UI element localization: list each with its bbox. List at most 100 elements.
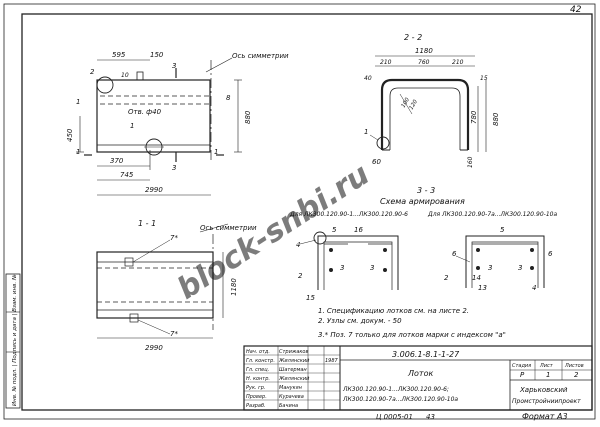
section22-dim-210b: 210 — [452, 59, 464, 66]
rr-mark-6a: 6 — [452, 250, 457, 258]
side-stamp-text: Инв. № подл. | Подпись и дата | Взам. ин… — [12, 274, 18, 406]
section22-dim-100: 100 — [401, 96, 412, 109]
tb-product-marks-1: ЛК300.120.90-1...ЛК300.120.90-6; — [342, 386, 449, 393]
section11-mark-7b: 7* — [170, 330, 178, 338]
rr-mark-13: 13 — [478, 284, 487, 292]
plan-dim-150: 150 — [150, 51, 164, 59]
rr-mark-6b: 6 — [548, 250, 553, 258]
tb-sheet-header: Лист — [539, 363, 554, 369]
reinforcement-right-caption: Для ЛК300.120.90-7а...ЛК300.120.90-10а — [427, 211, 557, 218]
plan-dim-745: 745 — [120, 171, 134, 179]
rl-mark-5: 5 — [332, 226, 337, 234]
tb-stage-header: Стадия — [512, 363, 531, 369]
section11-axis-label: Ось симметрии — [200, 224, 257, 232]
rl-mark-3b: 3 — [370, 264, 374, 272]
section22-dim-210a: 210 — [380, 59, 392, 66]
section22-dim-60: 60 — [372, 158, 381, 166]
reinforcement-title: Схема армирования — [380, 197, 465, 206]
section22-dim-40: 40 — [364, 75, 372, 82]
rr-mark-5: 5 — [500, 226, 505, 234]
tb-date: 1987 — [325, 358, 339, 364]
footer-code: Ц 0005-01 — [376, 413, 413, 421]
footer-number: 43 — [426, 413, 435, 421]
tb-name-4: Манукян — [279, 385, 303, 391]
tb-document-code: 3.006.1-8.1-1-27 — [392, 350, 460, 359]
format-label: Формат А3 — [522, 412, 568, 421]
plan-view — [76, 57, 242, 196]
rl-mark-3a: 3 — [340, 264, 344, 272]
plan-dim-3a: 3 — [172, 62, 176, 70]
page-number: 42 — [570, 5, 582, 15]
tb-sheets-value: 2 — [574, 371, 579, 379]
section11-title: 1 - 1 — [138, 219, 156, 228]
plan-dim-450: 450 — [66, 128, 74, 142]
plan-marker-1b: 1 — [76, 148, 80, 156]
rr-mark-2: 2 — [444, 274, 449, 282]
rr-mark-4: 4 — [532, 284, 536, 292]
tb-product-name: Лоток — [407, 369, 433, 378]
rr-mark-3b: 3 — [518, 264, 522, 272]
plan-marker-1c: 1 — [214, 148, 218, 156]
plan-dim-880: 880 — [244, 110, 252, 124]
tb-sheets-header: Листов — [564, 363, 584, 369]
title-block — [243, 345, 593, 411]
section11-mark-7a: 7* — [170, 234, 178, 242]
section-1-1-drawing — [96, 223, 229, 339]
plan-mark-2: 2 — [90, 68, 95, 76]
note-3: 3.* Поз. 7 только для лотков марки с инд… — [318, 331, 506, 339]
rl-mark-16: 16 — [354, 226, 363, 234]
section22-node-circle — [376, 136, 390, 150]
section-2-2-drawing — [369, 55, 487, 152]
tb-name-3: Жилянский — [278, 376, 310, 382]
plan-dim-370: 370 — [110, 157, 124, 165]
reinforcement-left-cage — [299, 231, 399, 290]
tb-stage-value: Р — [520, 371, 525, 379]
tb-name-6: Бачина — [279, 403, 298, 409]
rr-mark-14: 14 — [472, 274, 481, 282]
plan-dim-10: 10 — [121, 72, 129, 79]
tb-name-1: Жилянский — [278, 358, 310, 364]
tb-role-3: Н. контр. — [246, 376, 270, 382]
tb-role-4: Рук. гр. — [246, 385, 266, 391]
rr-mark-3a: 3 — [488, 264, 492, 272]
rl-mark-4: 4 — [296, 241, 300, 249]
detail-circle-1 — [96, 76, 114, 94]
tb-name-5: Курачева — [279, 394, 304, 400]
section22-dim-120: 120 — [409, 98, 420, 111]
section11-dim-1180: 1180 — [230, 278, 238, 296]
tb-org-2: Промстройниипроект — [512, 398, 581, 405]
plan-dim-3b: 3 — [172, 164, 176, 172]
plan-marker-1d: 1 — [130, 122, 134, 130]
tb-org-1: Харьковский — [519, 386, 568, 394]
section22-title: 2 - 2 — [404, 33, 422, 42]
plan-dim-595: 595 — [112, 51, 126, 59]
tb-role-0: Нач. отд. — [246, 349, 270, 355]
tb-role-1: Гл. констр. — [246, 358, 275, 364]
rl-mark-2: 2 — [298, 272, 303, 280]
side-stamp-box — [5, 273, 21, 409]
section22-dim-160: 160 — [467, 156, 474, 168]
section22-dim-1180: 1180 — [415, 47, 433, 55]
note-2: 2. Узлы см. докум. - 50 — [318, 317, 402, 325]
tb-name-2: Шатерман — [279, 367, 307, 373]
section11-dim-2990: 2990 — [145, 344, 163, 352]
tb-role-5: Провер. — [246, 394, 267, 400]
tb-product-marks-2: ЛК300.120.90-7а...ЛК300.120.90-10а — [342, 396, 458, 403]
tb-role-2: Гл. спец. — [246, 367, 269, 373]
tb-name-0: Стрижаков — [279, 349, 308, 355]
reinforcement-right-cage — [455, 235, 545, 288]
plan-dim-2990: 2990 — [145, 186, 163, 194]
section22-dim-880: 880 — [492, 112, 500, 126]
plan-marker-1a: 1 — [76, 98, 80, 106]
section22-dim-760: 760 — [418, 59, 430, 66]
reinforcement-section-label: 3 - 3 — [417, 186, 435, 195]
reinforcement-left-caption: Для ЛК300.120.90-1...ЛК300.120.90-6 — [289, 211, 408, 218]
section22-mark-1: 1 — [364, 128, 368, 136]
rl-mark-15: 15 — [306, 294, 315, 302]
plan-axis-label: Ось симметрии — [232, 52, 289, 60]
tb-role-6: Разраб. — [246, 403, 266, 409]
outer-frame — [3, 3, 596, 420]
plan-hole-label: Отв. ф40 — [128, 108, 162, 116]
section22-dim-15: 15 — [480, 75, 488, 82]
